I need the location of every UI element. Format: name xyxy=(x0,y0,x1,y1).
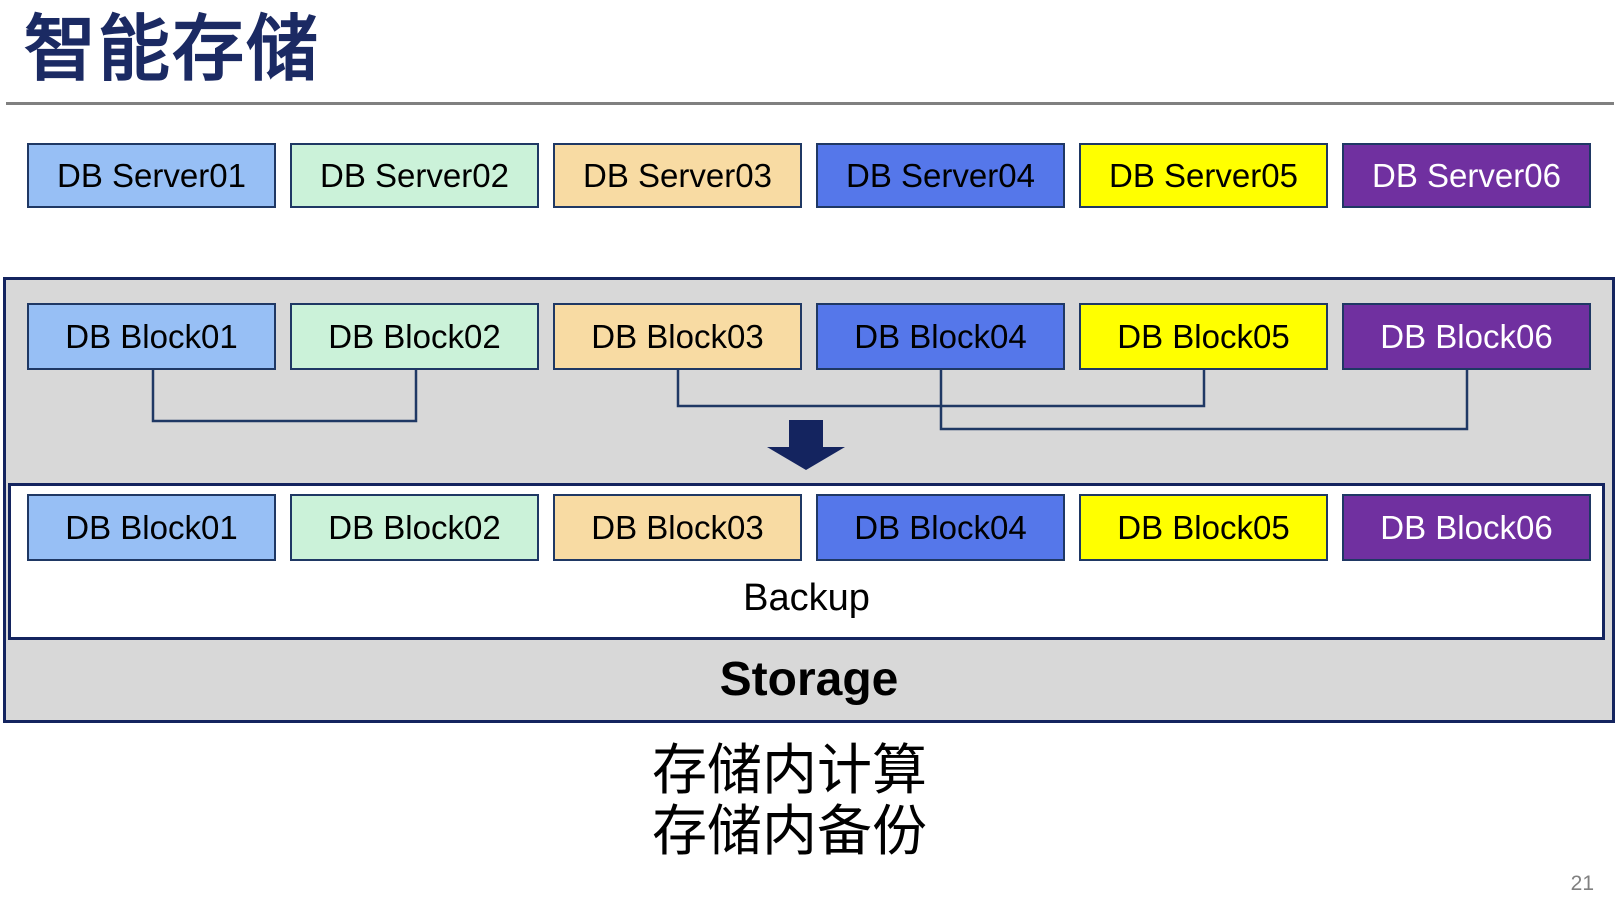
db-block04-bottom-label: DB Block04 xyxy=(854,508,1027,546)
backup-label: Backup xyxy=(743,577,870,619)
db-block06-bottom-box: DB Block06 xyxy=(1342,494,1591,561)
db-block02-top-label: DB Block02 xyxy=(328,317,501,355)
db-block04-top-box: DB Block04 xyxy=(816,303,1065,370)
db-block03-top-box: DB Block03 xyxy=(553,303,802,370)
caption-line-1: 存储内计算 xyxy=(652,739,928,801)
db-server03-box: DB Server03 xyxy=(553,143,802,208)
db-server01-box: DB Server01 xyxy=(27,143,276,208)
db-server04-box: DB Server04 xyxy=(816,143,1065,208)
db-server04-label: DB Server04 xyxy=(846,156,1035,194)
caption-line-2: 存储内备份 xyxy=(652,800,928,862)
db-block05-top-box: DB Block05 xyxy=(1079,303,1328,370)
db-block01-top-box: DB Block01 xyxy=(27,303,276,370)
db-block04-bottom-box: DB Block04 xyxy=(816,494,1065,561)
db-server02-box: DB Server02 xyxy=(290,143,539,208)
db-block01-bottom-label: DB Block01 xyxy=(65,508,238,546)
db-block-row-top: DB Block01 DB Block02 DB Block03 DB Bloc… xyxy=(0,303,1620,370)
db-block02-top-box: DB Block02 xyxy=(290,303,539,370)
db-block06-top-label: DB Block06 xyxy=(1380,317,1553,355)
db-block04-top-label: DB Block04 xyxy=(854,317,1027,355)
db-block02-bottom-label: DB Block02 xyxy=(328,508,501,546)
storage-label: Storage xyxy=(719,653,899,706)
db-server03-label: DB Server03 xyxy=(583,156,772,194)
db-block03-bottom-box: DB Block03 xyxy=(553,494,802,561)
caption: 存储内计算 存储内备份 xyxy=(652,740,927,862)
db-block-row-bottom: DB Block01 DB Block02 DB Block03 DB Bloc… xyxy=(0,494,1620,561)
db-server05-box: DB Server05 xyxy=(1079,143,1328,208)
db-server-row: DB Server01 DB Server02 DB Server03 DB S… xyxy=(0,143,1620,208)
db-block03-bottom-label: DB Block03 xyxy=(591,508,764,546)
db-server02-label: DB Server02 xyxy=(320,156,509,194)
db-block06-bottom-label: DB Block06 xyxy=(1380,508,1553,546)
page-number: 21 xyxy=(1570,872,1594,895)
db-block01-bottom-box: DB Block01 xyxy=(27,494,276,561)
db-server06-box: DB Server06 xyxy=(1342,143,1591,208)
db-server06-label: DB Server06 xyxy=(1372,156,1561,194)
db-block05-bottom-label: DB Block05 xyxy=(1117,508,1290,546)
db-block06-top-box: DB Block06 xyxy=(1342,303,1591,370)
db-block01-top-label: DB Block01 xyxy=(65,317,238,355)
db-block05-bottom-box: DB Block05 xyxy=(1079,494,1328,561)
db-server01-label: DB Server01 xyxy=(57,156,246,194)
db-block02-bottom-box: DB Block02 xyxy=(290,494,539,561)
db-block03-top-label: DB Block03 xyxy=(591,317,764,355)
db-block05-top-label: DB Block05 xyxy=(1117,317,1290,355)
title-divider xyxy=(6,102,1614,105)
db-server05-label: DB Server05 xyxy=(1109,156,1298,194)
page-title: 智能存储 xyxy=(24,10,321,90)
